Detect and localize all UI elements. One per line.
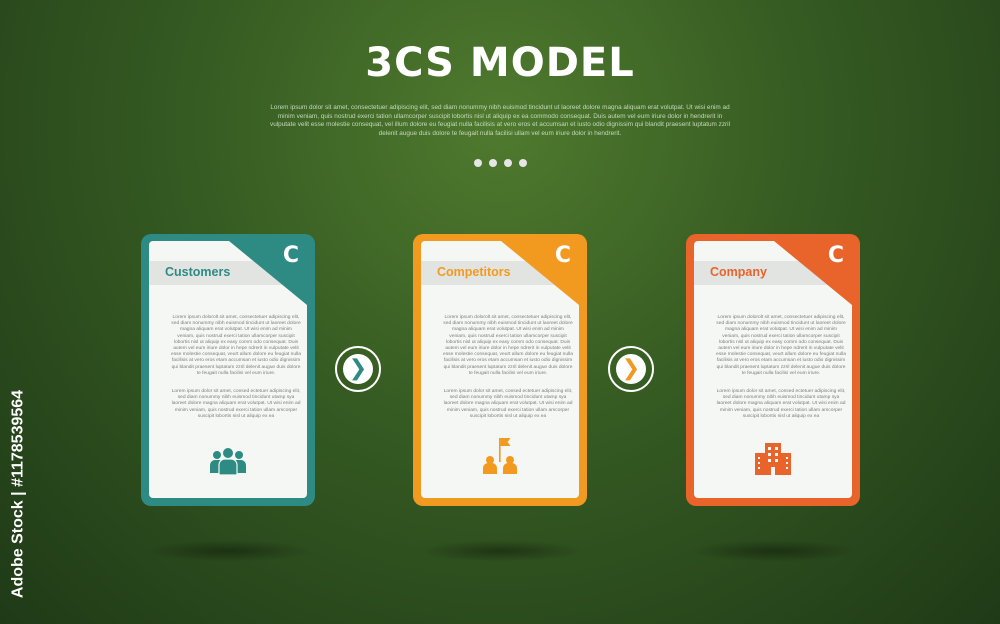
pager-dot xyxy=(474,159,482,167)
pager-dot xyxy=(489,159,497,167)
watermark-text: Adobe Stock | #1178539564 xyxy=(9,389,27,599)
next-arrow-button[interactable]: ❯ xyxy=(608,346,654,392)
building-icon xyxy=(694,441,852,480)
pager-dot xyxy=(504,159,512,167)
pager-dots xyxy=(474,159,527,167)
team-flag-icon xyxy=(421,436,579,479)
page-title: 3CS MODEL xyxy=(365,40,635,86)
users-group-icon xyxy=(149,446,307,481)
card-panel: Competitors Lorem ipsum dolorolt sit ame… xyxy=(421,241,579,498)
card-customers: Customers Lorem ipsum dolorolt sit amet,… xyxy=(141,234,315,506)
card-paragraph: Lorem ipsum dolor sit amet, consed ectet… xyxy=(443,389,573,419)
card-letter: C xyxy=(554,243,572,268)
card-shadow xyxy=(144,540,314,562)
card-title: Customers xyxy=(165,265,231,279)
subtitle-text: Lorem ipsum dolor sit amet, consectetuer… xyxy=(270,104,731,137)
card-paragraph: Lorem ipsum dolorolt sit amet, consectet… xyxy=(443,315,573,376)
card-paragraph: Lorem ipsum dolorolt sit amet, consectet… xyxy=(171,315,301,376)
card-title: Company xyxy=(710,265,767,279)
card-shadow xyxy=(416,540,586,562)
chevron-right-icon: ❯ xyxy=(616,354,646,384)
card-paragraph: Lorem ipsum dolor sit amet, consed ectet… xyxy=(171,389,301,419)
chevron-right-icon: ❯ xyxy=(343,354,373,384)
pager-dot xyxy=(519,159,527,167)
card-letter: C xyxy=(282,243,300,268)
card-panel: Company Lorem ipsum dolorolt sit amet, c… xyxy=(694,241,852,498)
card-shadow xyxy=(689,540,859,562)
card-paragraph: Lorem ipsum dolorolt sit amet, consectet… xyxy=(716,315,846,376)
card-competitors: Competitors Lorem ipsum dolorolt sit ame… xyxy=(413,234,587,506)
card-letter: C xyxy=(827,243,845,268)
card-paragraph: Lorem ipsum dolor sit amet, consed ectet… xyxy=(716,389,846,419)
next-arrow-button[interactable]: ❯ xyxy=(335,346,381,392)
card-company: Company Lorem ipsum dolorolt sit amet, c… xyxy=(686,234,860,506)
watermark-strip: Adobe Stock | #1178539564 xyxy=(6,385,28,610)
card-title: Competitors xyxy=(437,265,511,279)
